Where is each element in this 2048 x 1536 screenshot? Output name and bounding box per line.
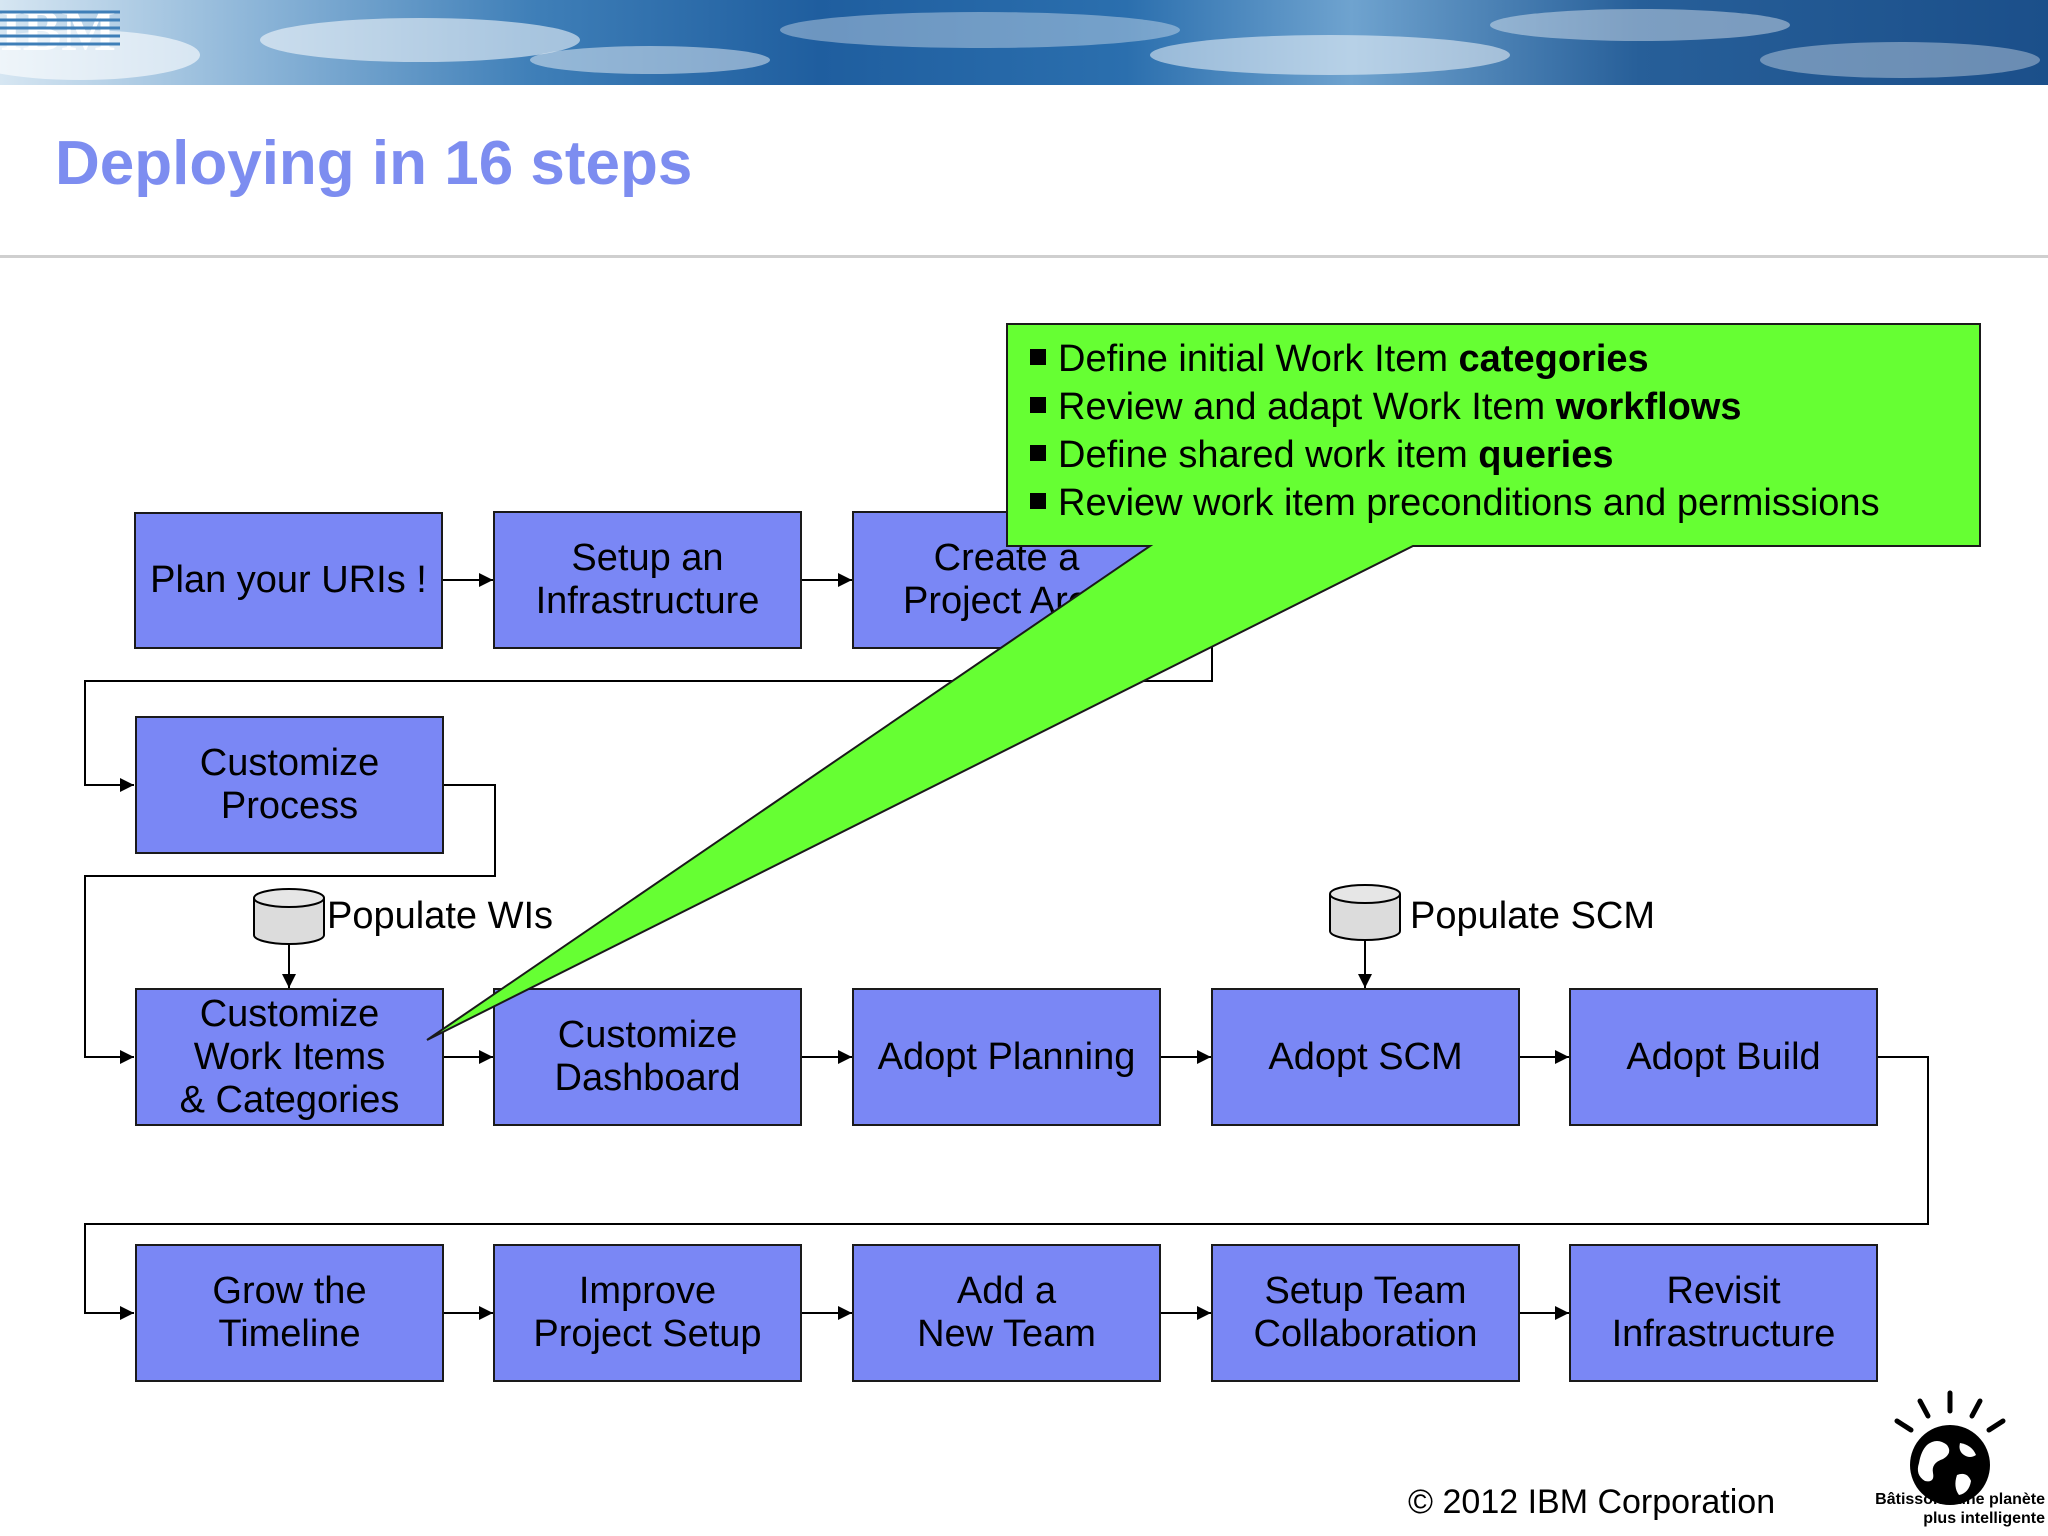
callout-bullet-3: Define shared work item queries (1030, 431, 1970, 479)
ibm-logo: IBM (0, 0, 120, 60)
step-adopt-build: Adopt Build (1569, 988, 1878, 1126)
step-label: Adopt Build (1626, 1035, 1821, 1078)
connector-build-to-timeline (84, 1056, 1929, 1320)
populate-wis-label: Populate WIs (327, 895, 553, 937)
step-label: Adopt Planning (877, 1035, 1136, 1078)
callout-balloon (426, 323, 1981, 1041)
step-adopt-scm: Adopt SCM (1211, 988, 1520, 1126)
database-icon-wis (253, 888, 325, 945)
step-label: Plan your URIs ! (150, 559, 427, 601)
step-label: Adopt SCM (1268, 1035, 1463, 1078)
database-icon-scm (1329, 884, 1401, 941)
callout-bullet-2: Review and adapt Work Item workflows (1030, 383, 1970, 431)
smarter-planet-tagline: Bâtissons une planète plus intelligente (1875, 1491, 2045, 1527)
header-banner: IBM (0, 0, 2048, 85)
populate-scm-label: Populate SCM (1410, 895, 1656, 937)
smarter-planet-globe-icon (1894, 1390, 2006, 1505)
slide-title: Deploying in 16 steps (55, 129, 693, 198)
connector-process-to-workitems (84, 784, 496, 1064)
copyright-text: © 2012 IBM Corporation (1408, 1483, 1776, 1521)
callout-bullets: Define initial Work Item categories Revi… (1030, 335, 1970, 527)
step-adopt-planning: Adopt Planning (852, 988, 1161, 1126)
svg-text:IBM: IBM (0, 0, 116, 60)
callout-bullet-1: Define initial Work Item categories (1030, 335, 1970, 383)
step-plan-uris: Plan your URIs ! (134, 512, 443, 649)
title-divider (0, 255, 2048, 258)
callout-bullet-4: Review work item preconditions and permi… (1030, 479, 1970, 527)
